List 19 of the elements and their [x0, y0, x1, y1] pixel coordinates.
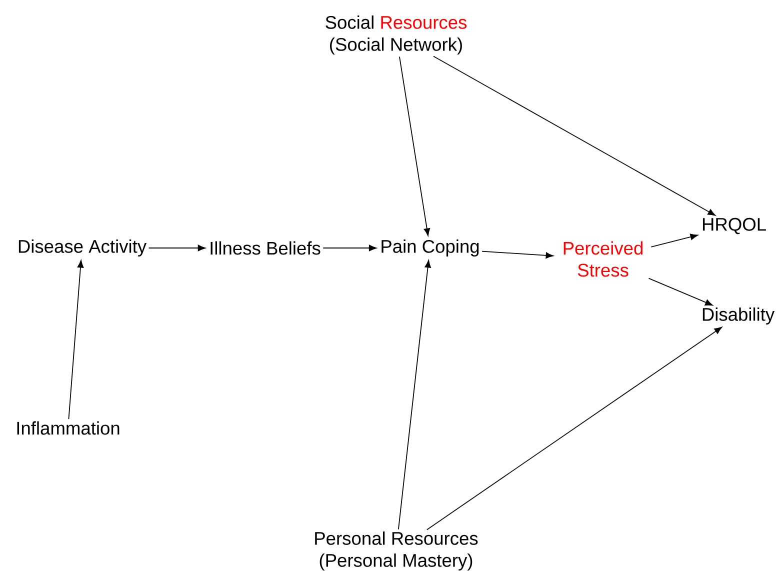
arrow — [650, 234, 698, 248]
node-label: Illness Beliefs — [210, 241, 320, 255]
node-label: HRQOL — [702, 218, 766, 234]
node-label: Inflammation — [17, 421, 120, 435]
arrow — [322, 244, 377, 252]
arrow — [648, 278, 713, 306]
arrow — [426, 326, 722, 530]
node-label: Disability — [702, 307, 775, 325]
arrow — [68, 260, 84, 420]
arrow — [398, 260, 431, 530]
node-label: Perceived Stress — [564, 241, 642, 277]
arrow — [433, 56, 716, 216]
arrow — [399, 56, 430, 236]
node-label: Social Resources (Social Network) — [326, 15, 467, 55]
node-label: Pain Coping — [382, 239, 479, 257]
arrow — [148, 244, 206, 252]
node-label: Disease Activity — [18, 239, 147, 257]
arrow — [482, 250, 554, 259]
node-label: Personal Resources (Personal Mastery) — [315, 531, 478, 571]
